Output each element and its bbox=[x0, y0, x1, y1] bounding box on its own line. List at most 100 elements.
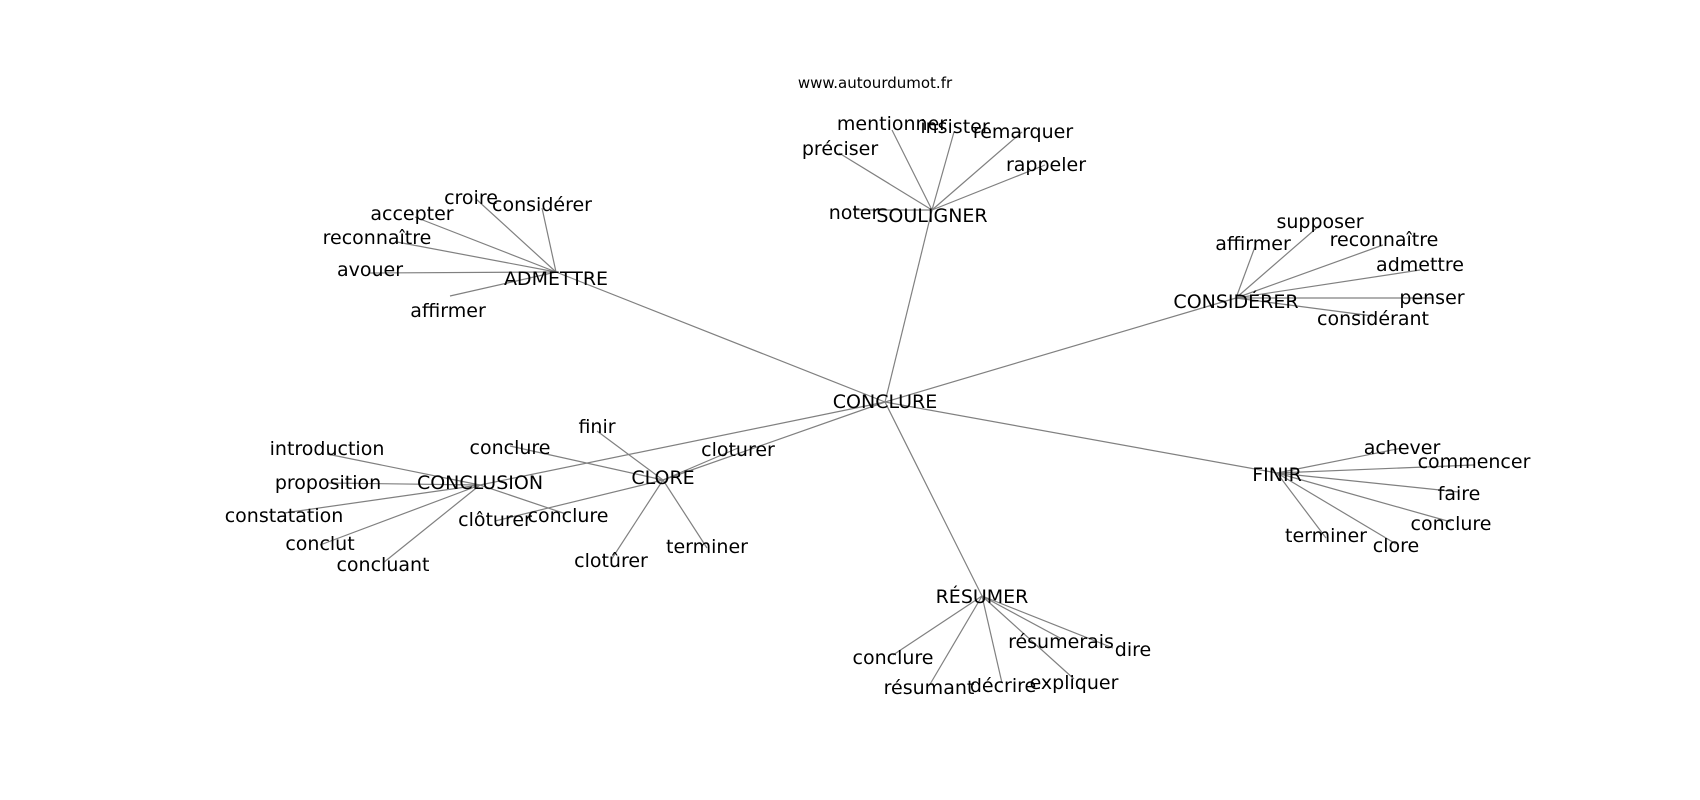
edge-resumer-4 bbox=[981, 595, 1061, 639]
edge-finir-3 bbox=[1276, 472, 1452, 523]
edge-finir-0 bbox=[1276, 447, 1403, 474]
word-node-considerer-5[interactable]: considérant bbox=[1317, 308, 1429, 330]
word-node-admettre-5[interactable]: affirmer bbox=[410, 300, 486, 322]
hub-node-souligner[interactable]: SOULIGNER bbox=[876, 205, 987, 227]
word-node-resumer-1[interactable]: résumant bbox=[884, 677, 975, 699]
word-node-admettre-0[interactable]: croire bbox=[444, 187, 498, 209]
hub-node-resumer[interactable]: RÉSUMER bbox=[936, 585, 1029, 608]
word-node-souligner-0[interactable]: mentionner bbox=[837, 113, 947, 135]
word-node-admettre-1[interactable]: considérer bbox=[492, 194, 592, 216]
word-node-souligner-5[interactable]: noter bbox=[829, 202, 880, 224]
word-node-souligner-2[interactable]: remarquer bbox=[973, 121, 1074, 143]
graph-edges bbox=[283, 129, 1475, 687]
edge-resumer-1 bbox=[928, 595, 983, 687]
edge-center-admettre bbox=[555, 271, 886, 403]
edge-resumer-2 bbox=[981, 595, 1003, 684]
edge-center-finir bbox=[884, 401, 1278, 474]
edge-center-clore bbox=[662, 401, 886, 481]
edge-finir-5 bbox=[1276, 472, 1397, 545]
edge-admettre-1 bbox=[541, 207, 557, 273]
word-node-admettre-4[interactable]: avouer bbox=[337, 259, 403, 281]
word-node-finir-4[interactable]: terminer bbox=[1285, 525, 1367, 547]
hub-node-clore[interactable]: CLORE bbox=[631, 467, 694, 489]
hub-node-considerer[interactable]: CONSIDÉRER bbox=[1173, 290, 1298, 313]
word-node-clore-5[interactable]: clotûrer bbox=[574, 550, 648, 572]
hub-node-conclusion[interactable]: CONCLUSION bbox=[417, 472, 543, 494]
edge-center-resumer bbox=[884, 401, 983, 597]
word-node-considerer-1[interactable]: affirmer bbox=[1215, 233, 1291, 255]
word-node-considerer-2[interactable]: reconnaître bbox=[1330, 229, 1439, 251]
edge-souligner-3 bbox=[838, 152, 933, 211]
word-node-conclusion-1[interactable]: proposition bbox=[275, 472, 381, 494]
word-node-finir-5[interactable]: clore bbox=[1373, 535, 1419, 557]
edge-conclusion-1 bbox=[327, 482, 481, 486]
word-node-considerer-3[interactable]: admettre bbox=[1376, 254, 1464, 276]
edge-conclusion-5 bbox=[479, 484, 567, 515]
word-node-finir-2[interactable]: faire bbox=[1438, 483, 1481, 505]
edge-conclusion-4 bbox=[382, 484, 481, 564]
hub-node-admettre[interactable]: ADMETTRE bbox=[504, 268, 608, 290]
edge-resumer-3 bbox=[981, 595, 1075, 680]
word-node-souligner-4[interactable]: rappeler bbox=[1006, 154, 1086, 176]
word-node-resumer-2[interactable]: décrire bbox=[970, 675, 1036, 697]
edge-clore-1 bbox=[662, 447, 739, 481]
hub-node-finir[interactable]: FINIR bbox=[1252, 464, 1302, 486]
edge-souligner-0 bbox=[891, 129, 933, 211]
word-node-conclusion-0[interactable]: introduction bbox=[270, 438, 385, 460]
edge-admettre-4 bbox=[369, 271, 557, 274]
word-node-clore-3[interactable]: clôturer bbox=[458, 509, 532, 531]
edge-center-souligner bbox=[884, 209, 933, 403]
word-node-clore-1[interactable]: cloturer bbox=[701, 439, 775, 461]
edge-clore-4 bbox=[662, 479, 708, 549]
word-node-considerer-4[interactable]: penser bbox=[1399, 287, 1464, 309]
edge-conclusion-2 bbox=[283, 484, 481, 514]
edge-clore-2 bbox=[509, 445, 664, 481]
site-url: www.autourdumot.fr bbox=[798, 74, 953, 92]
edge-clore-0 bbox=[596, 430, 664, 481]
edge-clore-5 bbox=[610, 479, 664, 561]
edge-considerer-1 bbox=[1235, 243, 1257, 299]
word-node-conclusion-4[interactable]: concluant bbox=[336, 554, 429, 576]
edge-conclusion-3 bbox=[319, 484, 481, 546]
word-node-admettre-2[interactable]: accepter bbox=[370, 203, 453, 225]
edge-admettre-2 bbox=[414, 216, 557, 273]
edge-center-considerer bbox=[884, 297, 1237, 403]
edge-admettre-3 bbox=[396, 241, 557, 273]
edge-finir-2 bbox=[1276, 472, 1460, 493]
word-node-souligner-3[interactable]: préciser bbox=[802, 138, 878, 160]
word-node-admettre-3[interactable]: reconnaître bbox=[323, 227, 432, 249]
word-node-souligner-1[interactable]: insister bbox=[920, 116, 990, 138]
edge-admettre-0 bbox=[475, 198, 557, 273]
edge-clore-3 bbox=[494, 479, 664, 522]
edge-souligner-4 bbox=[931, 164, 1046, 211]
edge-souligner-2 bbox=[931, 131, 1023, 211]
word-node-resumer-0[interactable]: conclure bbox=[853, 647, 934, 669]
word-node-resumer-4[interactable]: résumerais bbox=[1008, 631, 1114, 653]
edge-finir-1 bbox=[1276, 464, 1475, 474]
edge-considerer-0 bbox=[1235, 224, 1321, 299]
edge-conclusion-0 bbox=[326, 453, 481, 486]
edge-considerer-3 bbox=[1235, 269, 1421, 299]
center-node[interactable]: CONCLURE bbox=[833, 391, 937, 413]
word-node-clore-2[interactable]: conclure bbox=[470, 437, 551, 459]
word-node-conclusion-3[interactable]: conclut bbox=[285, 533, 354, 555]
edge-finir-4 bbox=[1276, 472, 1327, 539]
word-node-resumer-3[interactable]: expliquer bbox=[1030, 672, 1119, 694]
word-node-considerer-0[interactable]: supposer bbox=[1276, 211, 1363, 233]
word-node-finir-0[interactable]: achever bbox=[1364, 437, 1441, 459]
edge-resumer-0 bbox=[892, 595, 983, 656]
word-node-conclusion-5[interactable]: conclure bbox=[528, 505, 609, 527]
word-node-finir-3[interactable]: conclure bbox=[1411, 513, 1492, 535]
word-node-finir-1[interactable]: commencer bbox=[1418, 451, 1531, 473]
edge-souligner-1 bbox=[931, 131, 955, 211]
word-node-clore-0[interactable]: finir bbox=[578, 416, 615, 438]
word-node-clore-4[interactable]: terminer bbox=[666, 536, 748, 558]
word-node-conclusion-2[interactable]: constatation bbox=[225, 505, 344, 527]
edge-admettre-5 bbox=[449, 271, 557, 297]
graph-labels: www.autourdumot.fr CONCLURE SOULIGNER men… bbox=[225, 74, 1531, 699]
edge-resumer-5 bbox=[981, 595, 1114, 649]
edge-considerer-5 bbox=[1235, 297, 1374, 317]
word-node-resumer-5[interactable]: dire bbox=[1115, 639, 1151, 661]
edge-considerer-2 bbox=[1235, 244, 1384, 299]
